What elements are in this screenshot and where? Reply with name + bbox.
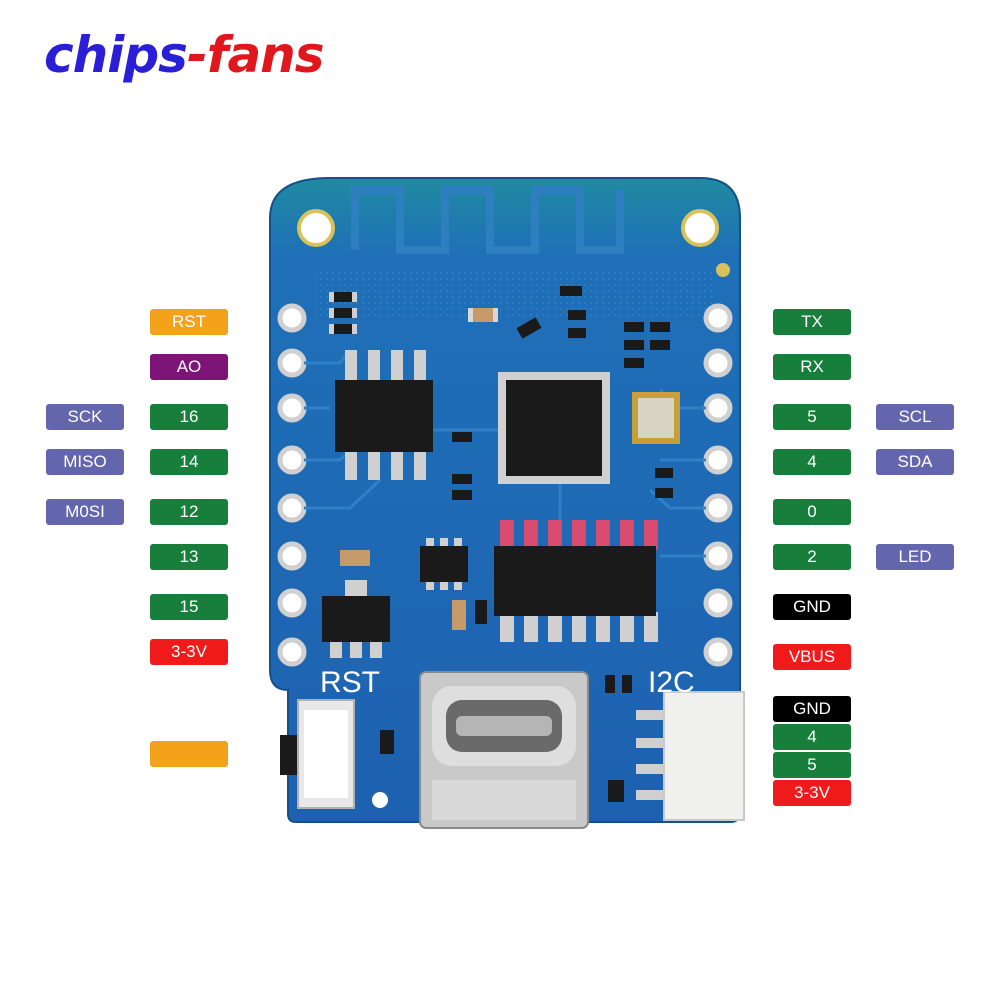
ch340-chip bbox=[494, 520, 658, 642]
pin-label-3v3-left: 3-3V bbox=[150, 639, 228, 665]
func-label-led: LED bbox=[876, 544, 954, 570]
func-label-sck: SCK bbox=[46, 404, 124, 430]
silk-i2c-label: I2C bbox=[648, 666, 695, 699]
pin-label-gnd: GND bbox=[773, 594, 851, 620]
pin-label-ao: AO bbox=[150, 354, 228, 380]
antenna-trace bbox=[351, 186, 624, 254]
pin-label-14: 14 bbox=[150, 449, 228, 475]
pin-label-13: 13 bbox=[150, 544, 228, 570]
logo-part-chips: chips bbox=[44, 26, 188, 84]
i2c-label-5: 5 bbox=[773, 752, 851, 778]
pin-label-rst: RST bbox=[150, 309, 228, 335]
func-label-scl: SCL bbox=[876, 404, 954, 430]
silk-rst-label: RST bbox=[320, 666, 380, 699]
pcb-outline bbox=[269, 177, 741, 823]
pin-label-rx: RX bbox=[773, 354, 851, 380]
pin-label-2: 2 bbox=[773, 544, 851, 570]
pin-label-16: 16 bbox=[150, 404, 228, 430]
pin-label-15: 15 bbox=[150, 594, 228, 620]
right-header-pads bbox=[703, 303, 733, 667]
i2c-label-gnd: GND bbox=[773, 696, 851, 722]
func-label-sda: SDA bbox=[876, 449, 954, 475]
pin-label-5: 5 bbox=[773, 404, 851, 430]
sot-chip bbox=[420, 538, 468, 590]
pin-label-tx: TX bbox=[773, 309, 851, 335]
mount-hole-right bbox=[681, 209, 719, 247]
button-label-swatch bbox=[150, 741, 228, 767]
func-label-miso: MISO bbox=[46, 449, 124, 475]
flash-chip bbox=[335, 350, 433, 480]
pin-label-12: 12 bbox=[150, 499, 228, 525]
smd-components bbox=[329, 286, 673, 808]
left-header-pads bbox=[277, 303, 307, 667]
mount-hole-left bbox=[297, 209, 335, 247]
i2c-label-3v3: 3-3V bbox=[773, 780, 851, 806]
esp8266-chip bbox=[498, 372, 610, 484]
regulator bbox=[322, 580, 390, 658]
pin-label-0: 0 bbox=[773, 499, 851, 525]
logo-part-fans: -fans bbox=[186, 26, 325, 84]
func-label-mosi: M0SI bbox=[46, 499, 124, 525]
i2c-connector bbox=[636, 691, 745, 821]
crystal bbox=[632, 392, 680, 444]
i2c-label-4: 4 bbox=[773, 724, 851, 750]
brand-logo: chips-fans bbox=[44, 26, 325, 84]
usb-c-port bbox=[419, 671, 589, 829]
reset-button bbox=[280, 699, 355, 809]
pin-label-vbus: VBUS bbox=[773, 644, 851, 670]
pin-label-4: 4 bbox=[773, 449, 851, 475]
